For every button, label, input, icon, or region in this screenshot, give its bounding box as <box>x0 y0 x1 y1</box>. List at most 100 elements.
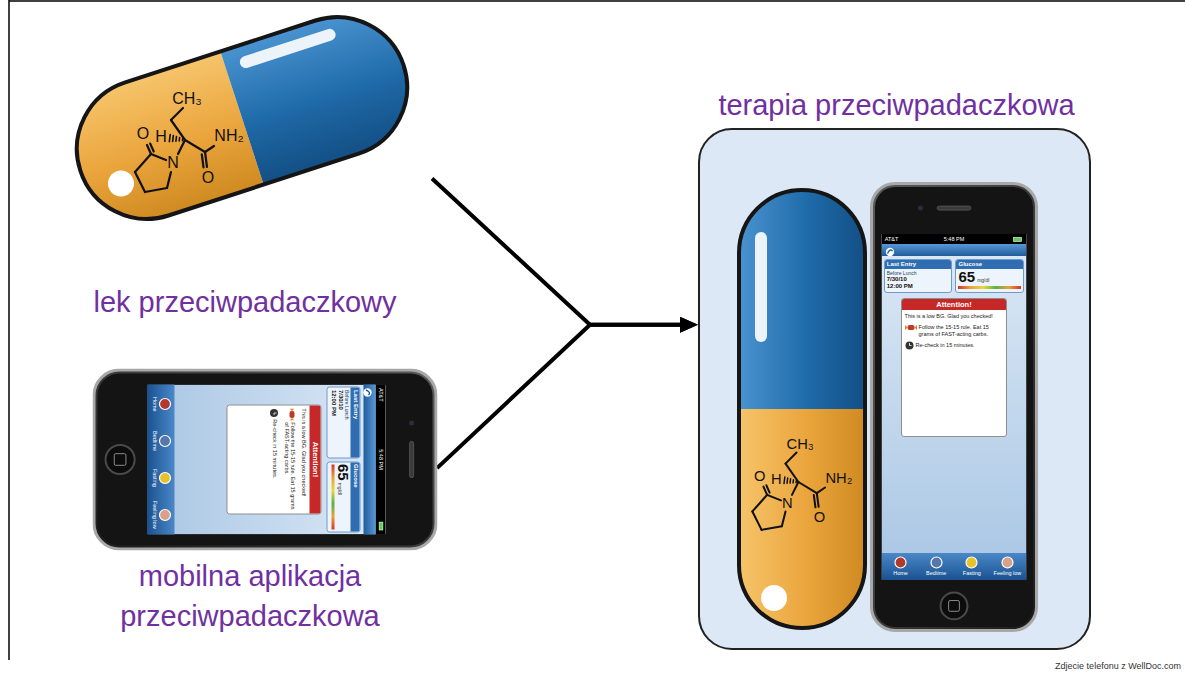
nav-icon <box>1001 556 1014 569</box>
hashed-bond <box>795 481 797 483</box>
candy-icon <box>905 324 917 331</box>
bond-line <box>782 511 786 526</box>
connector-arrow <box>432 178 688 324</box>
battery-icon <box>1013 237 1023 242</box>
glucose-unit: mg/dl <box>977 278 989 284</box>
caption-slot: mobilna aplikacja przeciwpadaczkowa <box>80 556 420 636</box>
hashed-bond <box>182 139 184 141</box>
atom-label-slot: N <box>782 496 793 511</box>
nav-label: Bedtime <box>151 431 157 451</box>
phone-screen: AT&T5:48 PMLast EntryBefore Lunch7/30/10… <box>147 384 385 533</box>
nav-label: Home <box>893 570 908 576</box>
nav-item: Home <box>151 385 171 422</box>
bond-line <box>135 172 145 192</box>
structural-formula <box>752 453 825 530</box>
capsule-illustration <box>737 188 867 630</box>
atom-label-slot: O <box>202 170 214 186</box>
clock-icon <box>269 408 278 417</box>
range-bar <box>958 286 1021 289</box>
therapy-panel: terapia przeciwpadaczkowaCH₃OHNH₂NOAT&T5… <box>698 128 1091 650</box>
nav-item: Feeling low <box>151 496 171 533</box>
atom-label: CH₃ <box>787 437 814 452</box>
entry-date: 7/30/10 <box>336 389 343 454</box>
entry-time: 12:00 PM <box>887 283 950 290</box>
bond-line <box>798 482 816 493</box>
glucose-box: Glucose65mg/dl <box>955 259 1024 293</box>
bond-line <box>792 482 798 495</box>
glucose-unit: mg/dl <box>336 482 342 494</box>
nav-icon <box>158 508 171 521</box>
panel-heading: terapia przeciwpadaczkowa <box>660 88 1133 122</box>
capsule-highlight <box>108 171 134 197</box>
clock-text: 5:48 PM <box>377 449 383 469</box>
atom-label: O <box>754 469 765 484</box>
nav-item: Home <box>883 556 919 576</box>
caption-slot: lek przeciwpadaczkowy <box>58 282 432 322</box>
nav-label: Home <box>151 396 157 411</box>
bond-line <box>205 152 207 167</box>
capsule-node: CH₃OHNH₂NO <box>737 188 867 630</box>
phone-case <box>872 184 1037 631</box>
nav-label: Feeling low <box>151 500 157 528</box>
note-slot: Zdjecie telefonu z WellDoc.com <box>1055 662 1181 672</box>
bond-line <box>817 493 819 507</box>
atom-label: NH₂ <box>214 128 243 144</box>
entry-date: 7/30/10 <box>887 276 950 283</box>
box-heading: Glucose <box>350 462 359 531</box>
nav-item: Fasting <box>151 459 171 496</box>
nav-bar: Home Bedtime FastingFeeling low <box>882 553 1026 580</box>
hashed-bond <box>783 477 785 484</box>
nav-label: Bedtime <box>926 570 946 576</box>
capsule-half <box>220 0 425 185</box>
phone-speaker <box>409 441 413 477</box>
phone-front <box>875 187 1033 627</box>
capsule-outline <box>59 0 426 237</box>
structural-formula <box>135 108 214 192</box>
bond-line <box>145 188 167 192</box>
alert-text: Follow the 15-15 rule. Eat 15 grams of F… <box>919 324 1004 337</box>
phone-camera <box>918 206 923 211</box>
phone-body: AT&T5:48 PMLast EntryBefore Lunch7/30/10… <box>870 182 1038 632</box>
atom-label: H <box>155 129 167 145</box>
phone-screen: AT&T5:48 PMLast EntryBefore Lunch7/30/10… <box>882 234 1026 580</box>
status-bar: AT&T5:48 PM <box>882 234 1026 244</box>
atom-label-slot: CH₃ <box>787 437 814 452</box>
atom-label: H <box>771 472 782 487</box>
clock-text: 5:48 PM <box>944 236 964 242</box>
frame-line <box>8 0 10 660</box>
alert-text: Follow the 15-15 rule. Eat 15 grams of F… <box>282 422 295 510</box>
capsule-highlight <box>761 585 787 611</box>
home-button <box>105 444 134 473</box>
nav-icon <box>158 471 171 484</box>
alert-heading: Attention! <box>902 299 1007 310</box>
nav-item: Feeling low <box>990 556 1026 576</box>
carrier-text: AT&T <box>885 236 944 242</box>
phone-node: AT&T5:48 PMLast EntryBefore Lunch7/30/10… <box>870 182 1038 632</box>
alert-panel: Attention!This is a low BG. Glad you che… <box>226 404 321 514</box>
box-heading: Last Entry <box>350 387 359 456</box>
bond-line <box>786 453 797 464</box>
home-button-mark <box>114 453 126 465</box>
atom-label-slot: H <box>771 472 782 487</box>
alert-text: Re-check in 15 minutes. <box>270 419 277 510</box>
box-heading: Last Entry <box>885 260 952 269</box>
atom-label: CH₃ <box>172 91 202 107</box>
heading-slot: terapia przeciwpadaczkowa <box>660 88 1133 122</box>
nav-label: Fasting <box>151 468 157 486</box>
bond-line <box>762 526 782 530</box>
glucose-value: 65 <box>335 464 351 481</box>
bond-line <box>205 146 214 152</box>
nav-item: Fasting <box>954 556 990 576</box>
bond-line <box>171 108 183 120</box>
atom-label-slot: O <box>137 126 149 142</box>
hashed-bond <box>789 479 791 483</box>
last-entry-box: Last EntryBefore Lunch7/30/1012:00 PM <box>326 386 360 457</box>
app-logo <box>882 246 898 258</box>
nav-item: Bedtime <box>151 422 171 459</box>
nav-item: Bedtime <box>918 556 954 576</box>
glucose-value: 65 <box>958 269 975 285</box>
alert-panel: Attention!This is a low BG. Glad you che… <box>901 298 1008 436</box>
bond-line <box>752 495 767 512</box>
node-caption: lek przeciwpadaczkowy <box>58 282 432 322</box>
connector-arrow <box>437 325 688 468</box>
